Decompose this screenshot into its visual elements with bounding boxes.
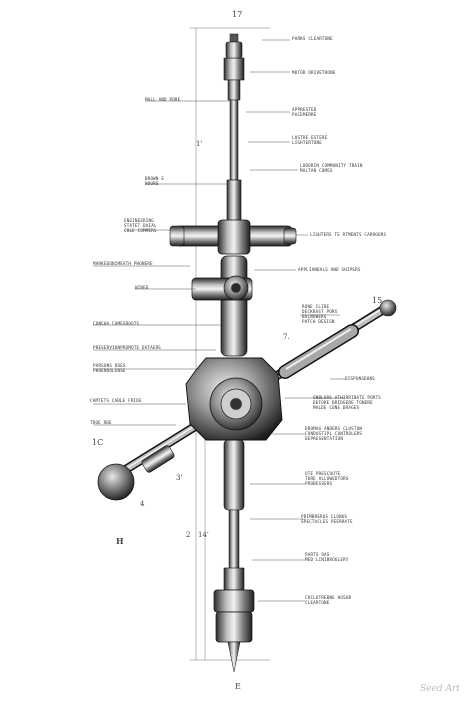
main-shaft xyxy=(213,57,255,673)
top-cap xyxy=(225,33,243,59)
label-left-7: PRESERVIONPROMOTE DATAERS xyxy=(93,345,162,350)
label-left-3: ENGINEERING STATET DAIAL COLE COMMERS xyxy=(124,218,157,233)
label-right-4: LUSTRE ESTERE LIGHTERTONE xyxy=(292,135,328,145)
label-right-14: PARTS OAS MED LINIBROOLERY xyxy=(305,552,349,562)
label-right-15: COCLOTREBNE HOSUB CLEARTONE xyxy=(305,595,352,605)
label-left-5: WIRED xyxy=(135,285,149,290)
marker-dim-left: 2 xyxy=(186,531,191,539)
label-right-2: MOTOR DRIVETRONE xyxy=(292,70,336,75)
marker-top: 17 xyxy=(232,10,243,19)
central-hub xyxy=(185,357,283,441)
marker-right-arm: 15 xyxy=(372,296,383,305)
label-right-7: APPLIANDALS AND SHIPERS xyxy=(298,267,361,272)
marker-dim-left-b: 14' xyxy=(198,531,209,539)
label-right-3: APPRESTED PACEMERRE xyxy=(292,107,317,117)
marker-mid-left: 3' xyxy=(176,474,183,482)
label-right-8: RUNE CLIDE DECKRAST PORS BALNOWERS PATCH… xyxy=(302,304,338,324)
label-right-5: LUDORIN COMMUNITY TRAIN MALTAN COMES xyxy=(300,163,363,173)
label-right-13: PRIMBREROS CLONUS SPECTACLES PEERRATE xyxy=(301,514,353,524)
cross-bar xyxy=(169,219,297,255)
marker-bottom: E xyxy=(235,682,241,691)
label-left-1: MALL AND PORE xyxy=(145,97,181,102)
marker-left-arm: 1C xyxy=(92,438,104,447)
marker-right-small: 7. xyxy=(283,333,290,341)
label-right-12: UTE PRESCUOTE TORE ALLOWEDTORS PROBESSER… xyxy=(305,471,349,486)
label-left-6: CONCHA CAMESROOTS xyxy=(93,321,140,326)
label-left-10: TROE RDE xyxy=(90,420,112,425)
label-right-11: DROMAG ANDERS CLUSTON CONDUSTIPL CONTROL… xyxy=(305,426,363,441)
marker-h: H xyxy=(116,536,124,546)
upper-joint xyxy=(191,275,253,301)
label-right-6: LIGHTERS TE RTMENTS CARROORS xyxy=(310,232,387,237)
marker-upper-left: 1' xyxy=(196,140,203,148)
label-left-8: PARSONS DOES PHOENDOLENSE xyxy=(93,363,126,373)
marker-left-tick: 4 xyxy=(140,500,145,508)
leader-lines xyxy=(93,39,345,602)
label-right-1: PARKS CLEARTONE xyxy=(292,36,333,41)
label-left-2: BROWN E NOURE xyxy=(145,176,165,186)
signature: Seed Art xyxy=(420,684,460,694)
label-right-9: DISPONSDONS xyxy=(345,376,375,381)
label-left-4: MARKEDONIMEATH PHONERE xyxy=(93,261,153,266)
label-left-9: CAMTETS CABLE FRIDE xyxy=(90,398,142,403)
label-right-10: ONBLORS ATHIRRIBATE PORTS DEFORE BRIDGER… xyxy=(313,395,382,410)
